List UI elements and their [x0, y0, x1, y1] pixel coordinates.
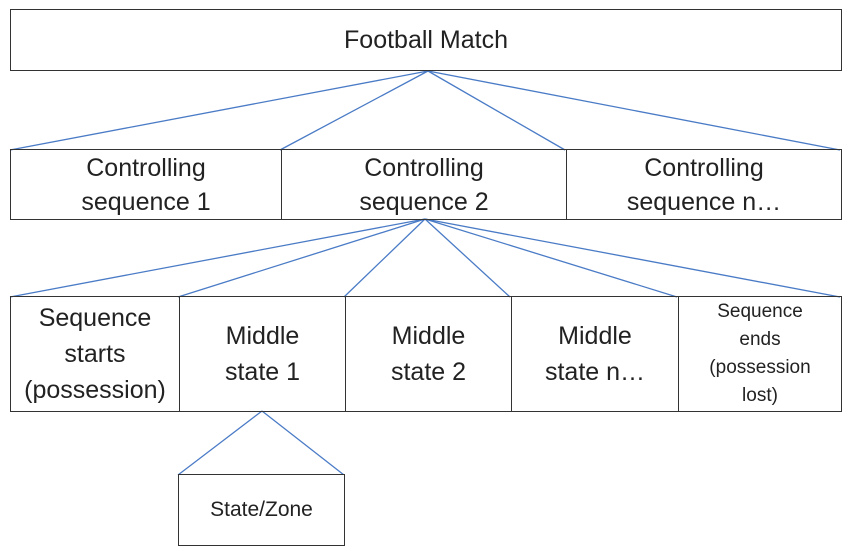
state-node-middle-2: Middle state 2 [345, 297, 511, 411]
state-node-start: Sequence starts (possession) [11, 297, 179, 411]
state-label-middle-1: Middle state 1 [224, 322, 301, 386]
connector-seq2-state-right [424, 218, 841, 298]
connector-seq2-state-div2 [343, 218, 426, 298]
sequence-label-1: Controlling sequence 1 [81, 153, 211, 216]
state-node-middle-n: Middle state n… [511, 297, 678, 411]
connector-seq2-state-div4 [424, 218, 678, 298]
sequence-node-1: Controlling sequence 1 [11, 150, 281, 219]
state-label-start: Sequence starts (possession) [24, 304, 166, 404]
root-label: Football Match [344, 25, 508, 54]
sequence-node-n: Controlling sequence n… [566, 150, 841, 219]
state-node-middle-1: Middle state 1 [179, 297, 345, 411]
state-label-middle-2: Middle state 2 [390, 322, 467, 386]
connector-seq2-state-left [9, 218, 426, 298]
state-node-end: Sequence ends (possession lost) [678, 297, 841, 411]
state-row: Sequence starts (possession) Middle stat… [10, 296, 842, 412]
state-label-middle-n: Middle state n… [544, 322, 646, 386]
root-node: Football Match [10, 9, 842, 71]
state-label-end: Sequence ends (possession lost) [709, 301, 811, 406]
sequence-node-2: Controlling sequence 2 [281, 150, 566, 219]
leaf-label: State/Zone [210, 498, 313, 521]
connector-seq2-state-div3 [424, 218, 511, 298]
connector-seq2-state-div1 [177, 218, 426, 298]
connector-state1-leaf-right [261, 410, 345, 476]
connector-state1-leaf-left [177, 410, 263, 476]
connector-root-seq-div1 [279, 70, 429, 151]
sequence-label-n: Controlling sequence n… [626, 153, 782, 216]
connector-root-seq-right [427, 70, 841, 151]
connector-root-seq-div2 [427, 70, 566, 151]
connector-root-seq-left [9, 70, 429, 151]
sequence-label-2: Controlling sequence 2 [359, 153, 489, 216]
leaf-node: State/Zone [178, 474, 345, 546]
sequence-row: Controlling sequence 1 Controlling seque… [10, 149, 842, 220]
